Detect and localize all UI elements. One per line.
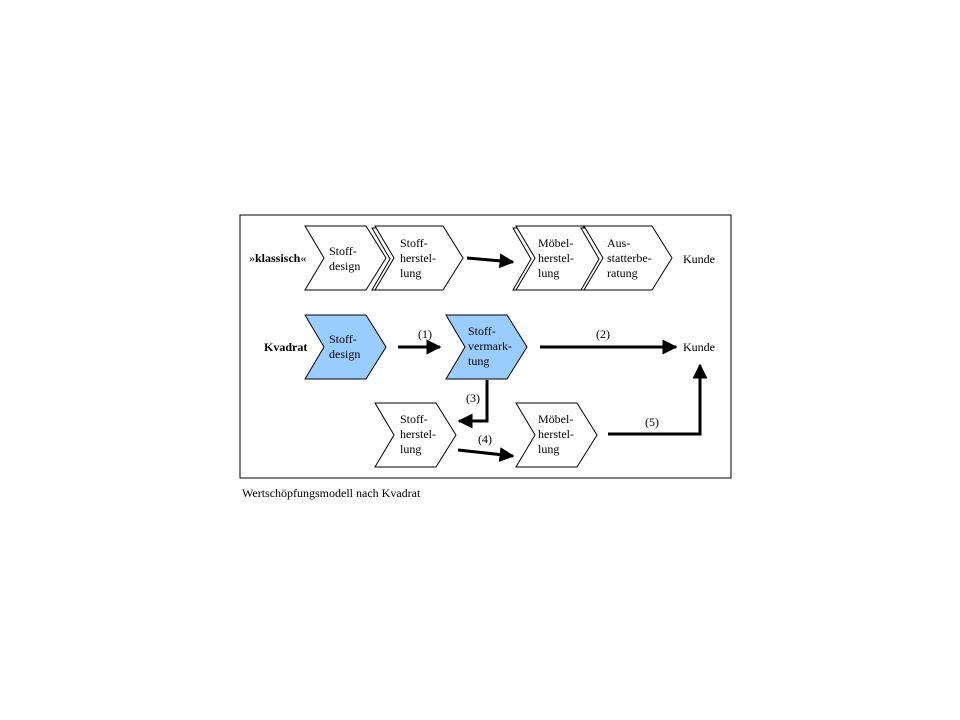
step-kvadrat-furniture-production-label: Möbel- herstel- lung xyxy=(538,412,574,456)
diagram-frame xyxy=(239,214,732,479)
row-label-kvadrat: Kvadrat xyxy=(264,340,308,354)
step-kvadrat-marketing-label: Stoff- vermark- tung xyxy=(468,324,512,368)
arrow-flow-4 xyxy=(457,447,515,462)
chevron-kvadrat-design xyxy=(304,314,387,380)
step-classic-furniture-production-label: Möbel- herstel- lung xyxy=(538,236,574,280)
customer-kvadrat-label: Kunde xyxy=(683,340,715,354)
chevron-classic-fabric-production xyxy=(371,225,464,291)
arrow-flow-3 xyxy=(457,380,489,429)
figure-caption: Wertschöpfungsmodell nach Kvadrat xyxy=(242,486,421,500)
flow-label-2: (2) xyxy=(596,327,610,341)
chevron-kvadrat-furniture-production xyxy=(515,402,598,468)
chevron-kvadrat-marketing xyxy=(445,314,528,380)
flow-label-1: (1) xyxy=(418,327,432,341)
chevron-classic-design xyxy=(304,225,387,291)
chevron-classic-outfitter-consulting xyxy=(580,225,673,291)
customer-classic-label: Kunde xyxy=(683,252,715,266)
arrow-flow-5 xyxy=(608,363,708,436)
chevron-kvadrat-fabric-production xyxy=(374,402,457,468)
arrow-classic-flow xyxy=(466,253,515,269)
step-kvadrat-design-label: Stoff- design xyxy=(329,332,361,361)
step-classic-fabric-production-label: Stoff- herstel- lung xyxy=(400,236,436,280)
step-classic-outfitter-consulting-label: Aus- statterbe- ratung xyxy=(607,236,652,280)
step-classic-design-label: Stoff- design xyxy=(329,244,361,273)
flow-label-5: (5) xyxy=(645,415,659,429)
step-kvadrat-fabric-production-label: Stoff- herstel- lung xyxy=(400,412,436,456)
flow-label-4: (4) xyxy=(478,432,492,446)
row-label-classic: »klassisch« xyxy=(249,251,307,265)
flow-label-3: (3) xyxy=(466,391,480,405)
